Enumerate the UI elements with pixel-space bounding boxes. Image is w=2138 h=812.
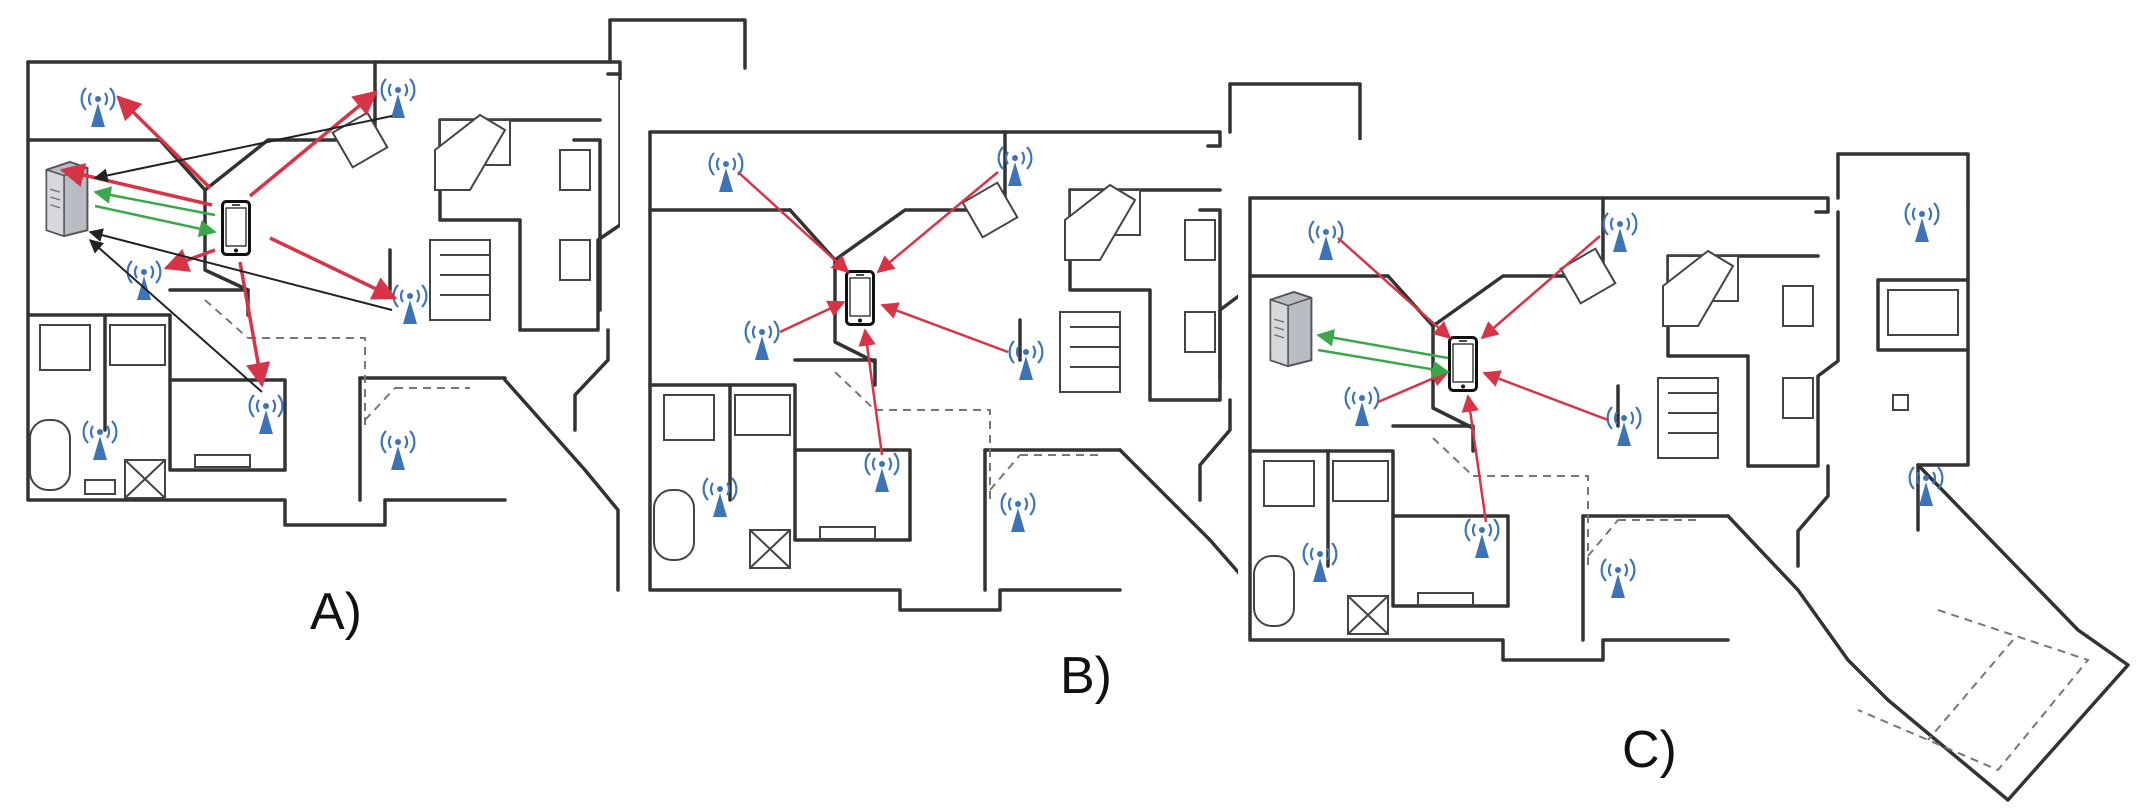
smartphone-icon xyxy=(1448,336,1478,392)
wifi-access-point-icon xyxy=(1302,541,1338,584)
wifi-access-point-icon xyxy=(80,86,116,129)
wifi-access-point-icon xyxy=(1008,339,1044,382)
wifi-access-point-icon xyxy=(1308,219,1344,262)
wifi-access-point-icon xyxy=(126,259,162,302)
access-points-c xyxy=(1302,201,1944,600)
panel-label-b: B) xyxy=(1060,647,1112,705)
fixtures-c xyxy=(1253,247,1959,635)
arrows-c xyxy=(1316,235,1609,523)
wifi-access-point-icon xyxy=(82,419,118,462)
phone-c xyxy=(1448,336,1478,392)
wifi-access-point-icon xyxy=(1464,517,1500,560)
floor-plan-a xyxy=(26,18,747,592)
floor-plan-c xyxy=(1248,152,2130,802)
server-c xyxy=(1269,290,1313,368)
dashed-openings-c xyxy=(1432,437,2090,772)
dashed-openings-a xyxy=(204,299,470,430)
wifi-access-point-icon xyxy=(708,151,744,194)
phone-b xyxy=(845,270,875,326)
dashed-openings-b xyxy=(834,371,1100,500)
wifi-access-point-icon xyxy=(1602,211,1638,254)
phone-a xyxy=(221,200,251,256)
wifi-access-point-icon xyxy=(1606,405,1642,448)
wifi-access-point-icon xyxy=(1600,557,1636,600)
floor-plan-panel-c: C) xyxy=(1238,140,2138,812)
wifi-access-point-icon xyxy=(1904,201,1940,244)
wifi-access-point-icon xyxy=(380,77,416,120)
smartphone-icon xyxy=(221,200,251,256)
wifi-access-point-icon xyxy=(1344,385,1380,428)
smartphone-icon xyxy=(845,270,875,326)
fixtures-a xyxy=(29,111,591,499)
wifi-access-point-icon xyxy=(248,393,284,436)
wifi-access-point-icon xyxy=(1000,491,1036,534)
wifi-access-point-icon xyxy=(744,319,780,362)
panel-label-c: C) xyxy=(1622,721,1677,779)
wifi-access-point-icon xyxy=(392,283,428,326)
arrows-a xyxy=(59,90,398,393)
wifi-access-point-icon xyxy=(864,451,900,494)
wifi-access-point-icon xyxy=(380,429,416,472)
arrows-b xyxy=(737,171,1009,456)
panel-label-a: A) xyxy=(310,583,362,641)
fixtures-b xyxy=(653,181,1216,569)
